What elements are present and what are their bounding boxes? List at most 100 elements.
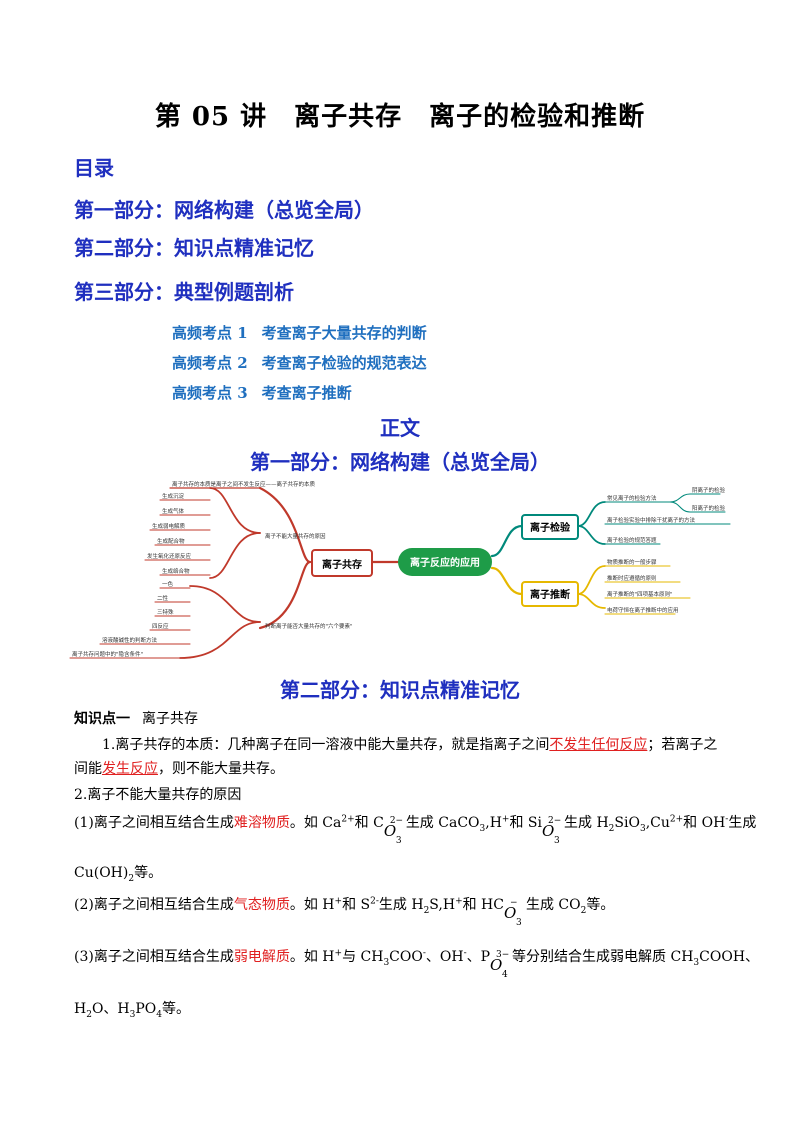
text: 。如 H	[289, 949, 335, 965]
sup: 2+	[669, 814, 684, 825]
right-top-node-box	[521, 514, 579, 540]
text: 生成 H	[378, 897, 424, 913]
mm-leaf: 发生氧化还原反应	[147, 552, 192, 560]
mm-leaf: 物质推断的一般步骤	[607, 558, 657, 566]
sup: -	[463, 948, 467, 959]
kp-label: 知识点一	[74, 711, 130, 727]
para-precipitate-cont: Cu(OH)2等。	[74, 862, 162, 890]
sub: 2	[128, 873, 135, 884]
mm-leaf: 一色	[162, 580, 174, 588]
right-top-node-label: 离子检验	[530, 521, 571, 534]
sub: 3	[639, 823, 646, 834]
mm-leaf: 生成配合物	[157, 537, 185, 545]
toc-part-3[interactable]: 第三部分：典型例题剖析	[74, 280, 294, 304]
mm-leaf: 四反应	[152, 622, 169, 630]
mm-leaf: 生成弱电解质	[152, 522, 186, 530]
sup: +	[334, 896, 343, 907]
text: 。如 Ca	[289, 815, 342, 831]
text: 与 CH	[342, 949, 384, 965]
kp-name: 离子共存	[142, 711, 198, 727]
text: ，则不能大量共存。	[158, 761, 284, 777]
sup: +	[501, 814, 510, 825]
mind-map: 离子共存 离子反应的应用 离子检验 离子推断 离子共存的本质是离子之间不发生反应…	[69, 480, 731, 659]
text: 间能	[74, 761, 102, 777]
highlight: 气态物质	[233, 897, 290, 913]
mm-leaf: 生成沉淀	[162, 492, 185, 500]
sup: 2−	[389, 816, 404, 826]
para-reasons-head: 2.离子不能大量共存的原因	[74, 787, 242, 803]
sub: 2	[423, 905, 430, 916]
left-node-box	[311, 549, 373, 577]
text: (3)离子之间相互结合生成	[74, 949, 234, 965]
mm-leaf: 溶液酸碱性的判断方法	[102, 636, 158, 644]
text: 和 S	[342, 897, 371, 913]
sub: 3	[479, 823, 486, 834]
base: O	[542, 822, 555, 840]
para-essence-cont: 间能发生反应，则不能大量共存。	[74, 758, 284, 780]
section2-title: 第二部分：知识点精准记忆	[280, 678, 520, 702]
sub: 3	[395, 836, 402, 846]
text: (1)离子之间相互结合生成	[74, 815, 234, 831]
sub: 2	[608, 823, 615, 834]
sub: 2	[580, 905, 587, 916]
text: 1.离子共存的本质：几种离子在同一溶液中能大量共存，就是指离子之间	[102, 737, 550, 753]
text: 等分别结合生成弱电解质 CH	[512, 949, 694, 965]
mm-leaf: 阴离子的检验	[692, 486, 726, 494]
mm-leaf: 生成气体	[162, 507, 185, 515]
text: (2)离子之间相互结合生成	[74, 897, 234, 913]
sub: 4	[502, 970, 508, 980]
text: COOH、	[699, 949, 760, 965]
toc-hotspot-1[interactable]: 高频考点 1 考查离子大量共存的判断	[172, 322, 427, 343]
base: O	[383, 822, 397, 840]
center-node-label: 离子反应的应用	[410, 556, 480, 569]
text: H	[74, 1001, 87, 1017]
mm-sub: 离子不能大量共存的原因	[265, 532, 326, 540]
text: 和 HC	[462, 897, 504, 913]
blank-answer: 发生反应	[102, 761, 158, 777]
text: S,H	[429, 897, 456, 913]
sub: 3	[383, 957, 390, 968]
sub: 4	[156, 1009, 163, 1020]
sup: +	[455, 896, 463, 907]
text: 生成 H	[564, 815, 609, 831]
body-heading: 正文	[380, 416, 420, 440]
toc-part-2[interactable]: 第二部分：知识点精准记忆	[74, 236, 314, 260]
para-essence: 1.离子共存的本质：几种离子在同一溶液中能大量共存，就是指离子之间不发生任何反应…	[74, 734, 734, 756]
sup: -	[422, 948, 426, 959]
right-bottom-node-label: 离子推断	[530, 588, 570, 601]
mm-leaf: 常见离子的检验方法	[607, 494, 657, 502]
para-weak-electrolyte-cont: H2O、H3PO4等。	[74, 998, 190, 1026]
text: 生成	[728, 815, 757, 831]
text: 。如 H	[289, 897, 335, 913]
hotspot-label: 高频考点 1	[172, 324, 248, 342]
mm-leaf: 离子推断的"四项基本原则"	[607, 590, 673, 598]
text: 、P	[466, 949, 491, 965]
right-bottom-node-box	[521, 581, 579, 607]
mm-leaf: 推断时应遵循的原则	[607, 574, 657, 582]
text: 等。	[134, 865, 163, 881]
hotspot-text: 考查离子推断	[261, 384, 352, 402]
page-title: 第 05 讲 离子共存 离子的检验和推断	[154, 102, 646, 132]
text: ,H	[485, 815, 502, 831]
text: ,Cu	[645, 815, 670, 831]
text: 和 C	[354, 815, 384, 831]
sup: +	[334, 948, 343, 959]
base: O	[503, 904, 517, 922]
text: 和 OH	[683, 815, 726, 831]
text: 、OH	[425, 949, 464, 965]
mm-leaf: 电荷守恒在离子推断中的应用	[607, 606, 679, 614]
hotspot-text: 考查离子大量共存的判断	[261, 324, 427, 342]
highlight: 难溶物质	[233, 815, 290, 831]
text: 生成 CO	[525, 897, 581, 913]
mm-leaf: 离子共存的本质是离子之间不发生反应——离子共存的本质	[172, 480, 316, 488]
toc-hotspot-3[interactable]: 高频考点 3 考查离子推断	[172, 382, 352, 403]
hotspot-label: 高频考点 3	[172, 384, 248, 402]
blank-answer: 不发生任何反应	[549, 737, 648, 753]
hotspot-label: 高频考点 2	[172, 354, 248, 372]
toc-part-1[interactable]: 第一部分：网络构建（总览全局）	[74, 198, 374, 222]
mm-leaf: 离子检验实验中排除干扰离子的方法	[607, 516, 696, 524]
